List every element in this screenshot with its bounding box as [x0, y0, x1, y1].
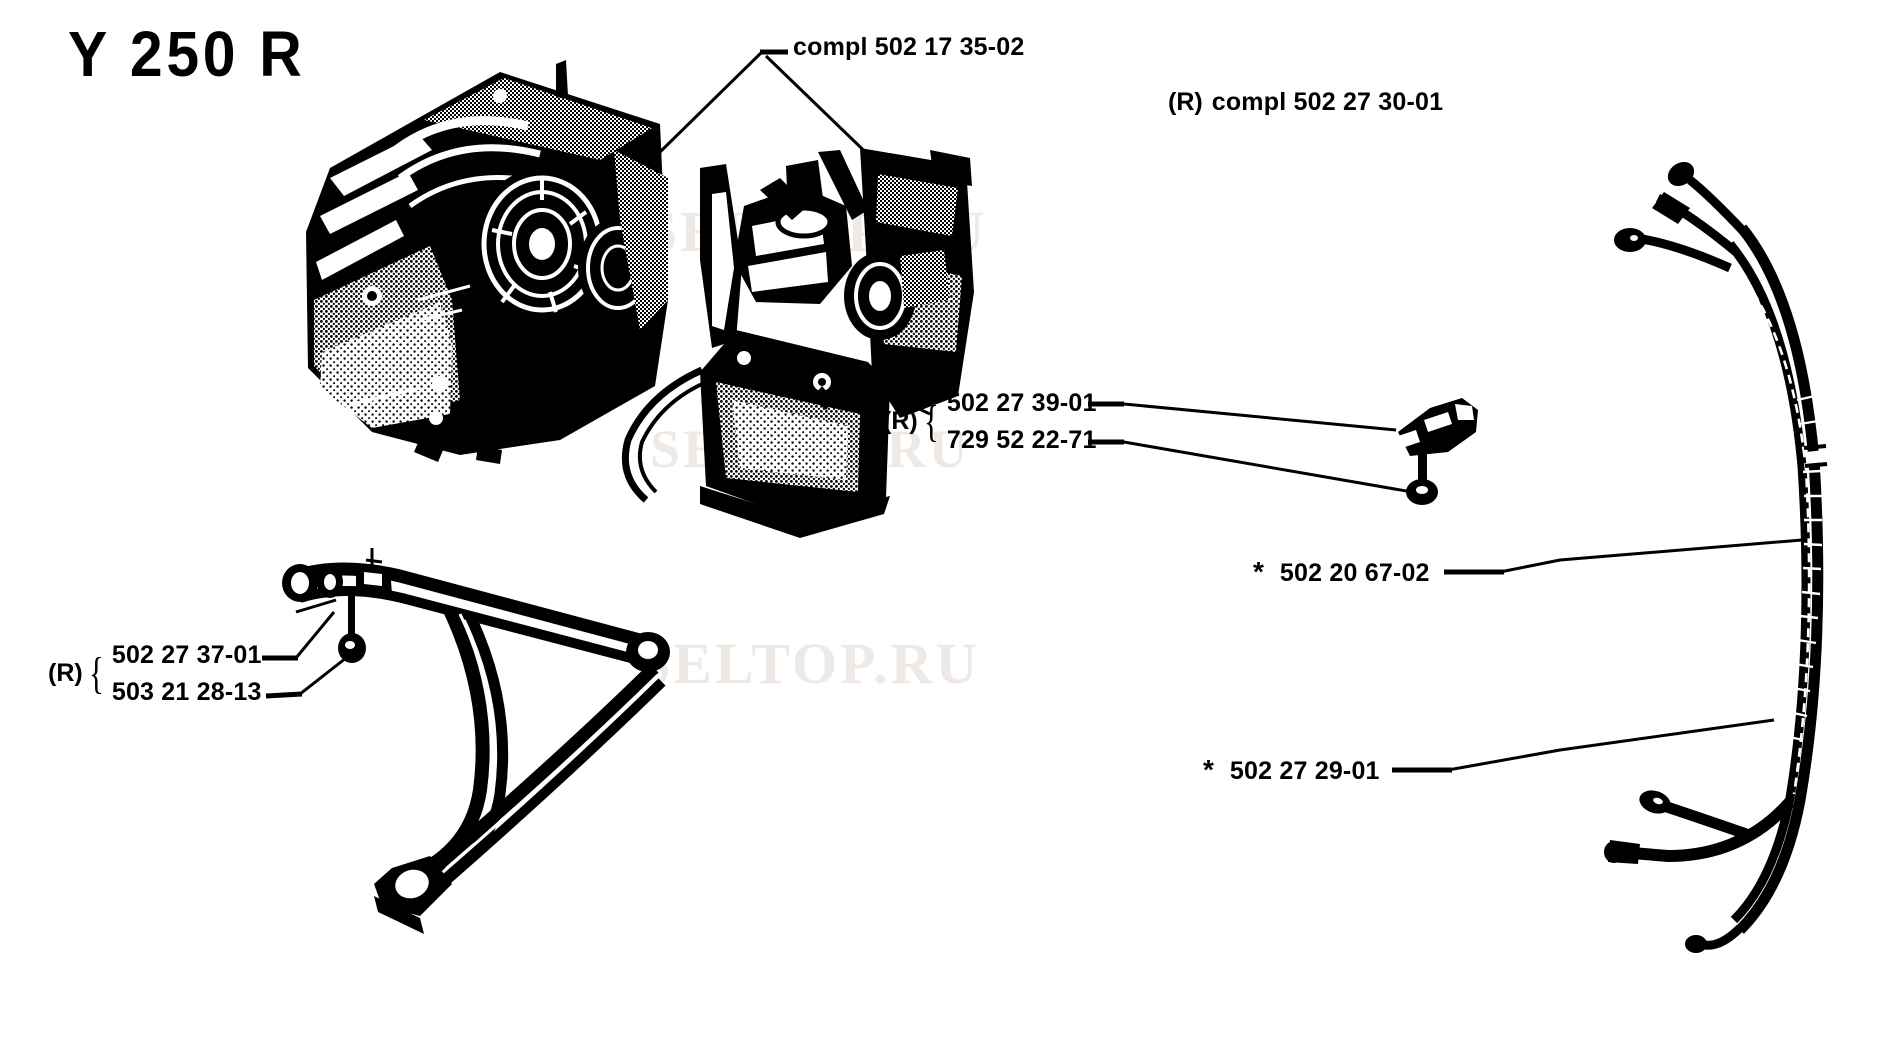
- callout-ground-lead: * 502 27 29-01: [1203, 754, 1380, 786]
- callout-ground-lead-text: 502 27 29-01: [1229, 757, 1380, 785]
- callout-clamp-screw: 729 52 22-71: [946, 426, 1097, 455]
- handle-bar-frame-art: [282, 548, 670, 934]
- callout-group-clamp: (R) { 502 27 39-01 729 52 22-71: [883, 390, 1097, 454]
- asterisk-marker-icon: *: [1253, 556, 1264, 587]
- crankcase-half-left-art: [306, 60, 668, 464]
- callout-clamp-bracket: 502 27 39-01: [946, 389, 1097, 417]
- clamp-bracket-art: [1398, 398, 1478, 505]
- callout-crankcase-assembly: compl 502 17 35-02: [793, 33, 1025, 61]
- asterisk-marker-icon: *: [1203, 754, 1214, 785]
- callout-ignition-harness-text: compl 502 27 30-01: [1211, 88, 1444, 116]
- registered-marker-icon: (R): [883, 407, 918, 436]
- leader-lines-crankcase-assembly: [658, 49, 884, 170]
- page-title: Y 250 R: [68, 18, 306, 90]
- callout-handle-bar: 502 27 37-01: [111, 641, 262, 669]
- ground-lead-art: [1604, 790, 1795, 864]
- registered-marker-icon: (R): [1168, 88, 1203, 116]
- brace-icon: {: [88, 648, 104, 698]
- leader-lines-handle: [262, 611, 347, 699]
- brace-icon: {: [923, 396, 939, 446]
- leader-lines-clamp: [1088, 401, 1413, 494]
- callout-handle-screw: 503 21 28-13: [111, 678, 262, 707]
- callout-group-handle: (R) { 502 27 37-01 503 21 28-13: [48, 642, 262, 706]
- leader-lines-cable: [1392, 538, 1803, 773]
- callout-ignition-harness-assembly: (R) compl 502 27 30-01: [1168, 88, 1443, 117]
- registered-marker-icon: (R): [48, 659, 83, 688]
- callout-cable-harness-text: 502 20 67-02: [1279, 559, 1430, 587]
- cable-harness-art: [1614, 161, 1828, 953]
- crankcase-half-right-art: [621, 148, 974, 538]
- callout-cable-harness: * 502 20 67-02: [1253, 556, 1430, 588]
